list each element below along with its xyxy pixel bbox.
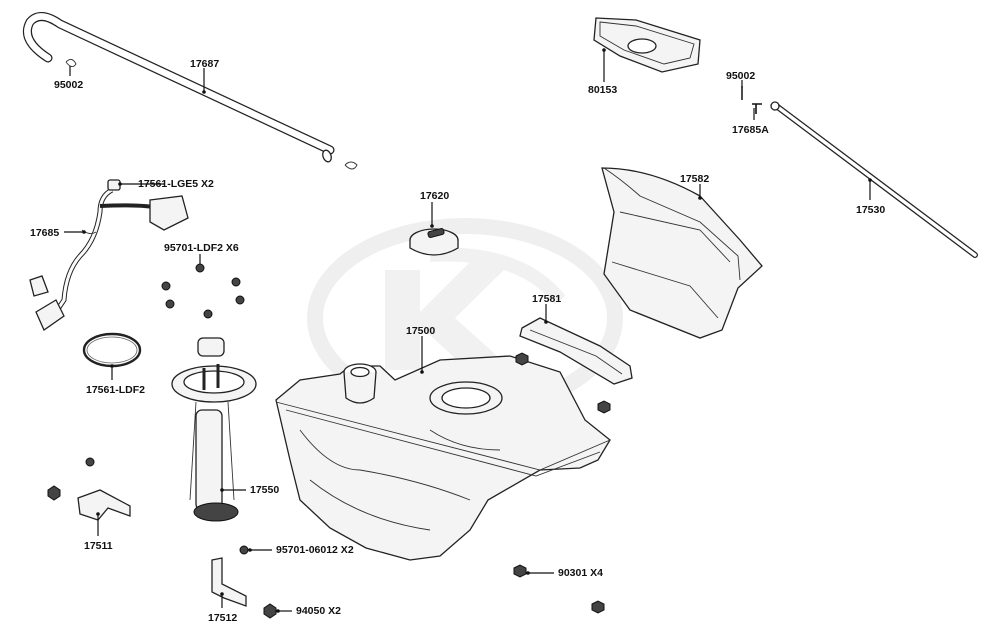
part-95002-clip-left xyxy=(65,59,358,170)
label-17581: 17581 xyxy=(532,293,562,305)
part-17582-shield xyxy=(601,167,763,339)
nuts-90301 xyxy=(513,352,611,614)
label-17561-lge5: 17561-LGE5 X2 xyxy=(138,178,214,190)
label-90301: 90301 X4 xyxy=(558,567,603,579)
part-17530-rod xyxy=(770,101,978,258)
label-17582: 17582 xyxy=(680,173,710,185)
label-80153: 80153 xyxy=(588,84,618,96)
part-17685-harness xyxy=(29,179,189,331)
label-94050: 94050 X2 xyxy=(296,605,341,617)
part-17561-ldf2-gasket xyxy=(82,332,142,368)
label-17687: 17687 xyxy=(190,58,220,70)
label-17550: 17550 xyxy=(250,484,280,496)
bolts-95701-ldf2 xyxy=(161,263,245,319)
label-95002-right: 95002 xyxy=(726,70,756,82)
label-17500: 17500 xyxy=(406,325,436,337)
label-17511: 17511 xyxy=(84,540,113,552)
leader-lines xyxy=(64,48,872,613)
label-95002-left: 95002 xyxy=(54,79,84,91)
label-95701-ldf2: 95701-LDF2 X6 xyxy=(164,242,239,254)
part-17685A-clip xyxy=(741,86,762,114)
label-17685A: 17685A xyxy=(732,124,769,136)
part-17550-pump xyxy=(171,337,257,522)
label-17685: 17685 xyxy=(30,227,60,239)
label-95701-06012: 95701-06012 X2 xyxy=(276,544,354,556)
part-17500-tank xyxy=(275,355,611,561)
part-17581-strap xyxy=(519,317,633,385)
part-80153-cover xyxy=(593,17,701,73)
label-17561-ldf2: 17561-LDF2 xyxy=(86,384,145,396)
label-17512: 17512 xyxy=(208,612,238,624)
label-17620: 17620 xyxy=(420,190,450,202)
part-17511-bracket xyxy=(47,457,131,521)
part-17687-hose xyxy=(22,12,335,163)
label-17530: 17530 xyxy=(856,204,886,216)
part-17620-cap xyxy=(409,227,459,256)
